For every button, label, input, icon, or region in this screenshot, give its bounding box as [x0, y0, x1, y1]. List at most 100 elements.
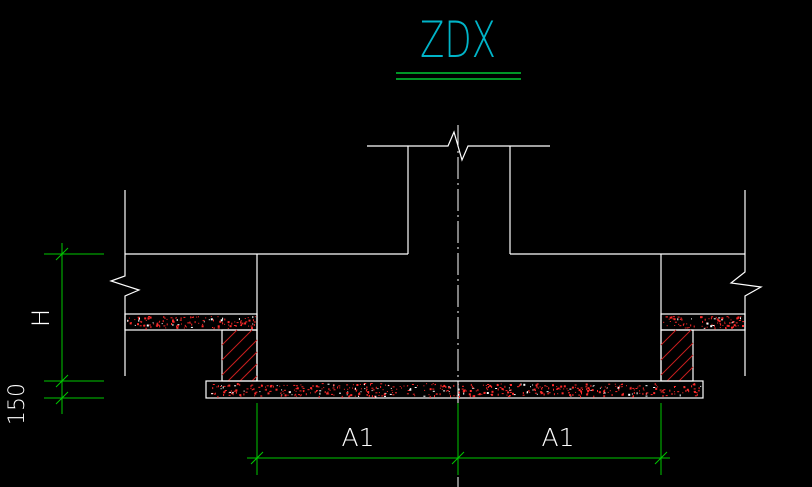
speckle-dot	[316, 390, 318, 393]
speckle-dot	[569, 394, 572, 397]
speckle-dot	[243, 390, 245, 392]
speckle-dot	[291, 394, 293, 396]
speckle-dot	[578, 389, 581, 392]
speckle-dot	[601, 386, 603, 388]
speckle-dot	[406, 385, 408, 387]
speckle-dot	[137, 316, 139, 318]
speckle-dot	[254, 316, 256, 318]
speckle-dot	[719, 327, 721, 329]
speckle-dot	[139, 325, 142, 327]
speckle-dot	[615, 391, 618, 393]
speckle-dot	[359, 383, 361, 385]
speckle-dot	[639, 392, 641, 394]
speckle-dot	[682, 323, 684, 326]
speckle-dot	[638, 385, 641, 387]
speckle-dot	[375, 386, 377, 389]
speckle-dot	[657, 386, 659, 388]
speckle-dot	[688, 390, 690, 393]
speckle-dot	[360, 388, 362, 390]
speckle-dot	[155, 325, 158, 327]
speckle-dot	[143, 325, 145, 327]
speckle-dot	[203, 321, 205, 323]
speckle-dot	[231, 392, 234, 394]
speckle-dot	[662, 392, 665, 394]
speckle-dot	[540, 393, 542, 395]
speckle-dot	[448, 386, 451, 389]
speckle-dot	[694, 395, 697, 397]
speckle-dot	[392, 392, 394, 394]
speckle-dot	[665, 395, 668, 397]
speckle-dot	[478, 393, 481, 396]
speckle-dot	[576, 387, 579, 389]
speckle-dot	[319, 392, 321, 395]
speckle-dot	[436, 393, 438, 395]
speckle-dot	[439, 393, 441, 396]
speckle-dot	[587, 392, 589, 394]
speckle-dot	[251, 327, 253, 330]
speckle-dot	[346, 394, 348, 396]
speckle-dot	[593, 385, 595, 387]
speckle-dot	[410, 388, 412, 389]
speckle-dot	[231, 322, 233, 325]
speckle-dot	[738, 320, 741, 321]
speckle-dot	[693, 390, 696, 393]
speckle-dot	[399, 386, 401, 387]
speckle-dot	[443, 384, 445, 386]
speckle-dot	[683, 386, 686, 389]
drawing-title: ZDX	[420, 11, 496, 69]
speckle-dot	[240, 395, 242, 397]
speckle-dot	[509, 391, 512, 393]
speckle-dot	[571, 386, 574, 389]
speckle-dot	[321, 383, 324, 385]
speckle-dot	[332, 384, 335, 386]
speckle-dot	[671, 393, 673, 395]
speckle-dot	[252, 389, 254, 390]
speckle-dot	[144, 324, 146, 327]
speckle-dot	[660, 391, 663, 393]
speckle-dot	[611, 394, 613, 396]
speckle-dot	[366, 389, 368, 390]
speckle-dot	[138, 317, 140, 320]
speckle-dot	[635, 388, 638, 389]
speckle-dot	[346, 384, 349, 386]
speckle-dot	[321, 388, 323, 390]
speckle-dot	[599, 387, 601, 389]
speckle-dot	[740, 317, 741, 320]
right-brick-hatch	[660, 329, 694, 382]
speckle-dot	[477, 389, 479, 392]
speckle-dot	[185, 326, 187, 328]
speckle-dot	[628, 393, 631, 396]
speckle-dot	[380, 386, 382, 388]
speckle-dot	[158, 321, 160, 323]
speckle-dot	[470, 383, 472, 386]
speckle-dot	[396, 388, 398, 390]
speckle-dot	[134, 324, 136, 326]
speckle-dot	[697, 390, 700, 392]
speckle-dot	[617, 387, 618, 389]
speckle-dot	[190, 326, 193, 328]
speckle-dot	[663, 389, 666, 391]
speckle-dot	[578, 394, 581, 396]
speckle-dot	[352, 384, 354, 386]
speckle-dot	[453, 384, 455, 387]
speckle-dot	[708, 318, 710, 320]
speckle-dot	[629, 387, 632, 390]
speckle-dot	[177, 326, 179, 327]
speckle-dot	[152, 322, 154, 324]
speckle-dot	[546, 386, 548, 387]
speckle-dot	[691, 385, 693, 388]
speckle-dot	[463, 392, 465, 395]
speckle-dot	[653, 387, 656, 388]
speckle-dot	[299, 390, 302, 392]
speckle-dot	[269, 390, 272, 392]
speckle-dot	[631, 393, 633, 395]
speckle-dot	[693, 383, 695, 386]
speckle-dot	[666, 316, 668, 318]
speckle-dot	[349, 394, 351, 396]
speckle-dot	[380, 383, 383, 385]
speckle-dot	[222, 322, 224, 325]
speckle-dot	[281, 389, 283, 391]
speckle-dot	[696, 393, 698, 396]
speckle-dot	[546, 391, 549, 393]
speckle-dot	[639, 390, 640, 392]
